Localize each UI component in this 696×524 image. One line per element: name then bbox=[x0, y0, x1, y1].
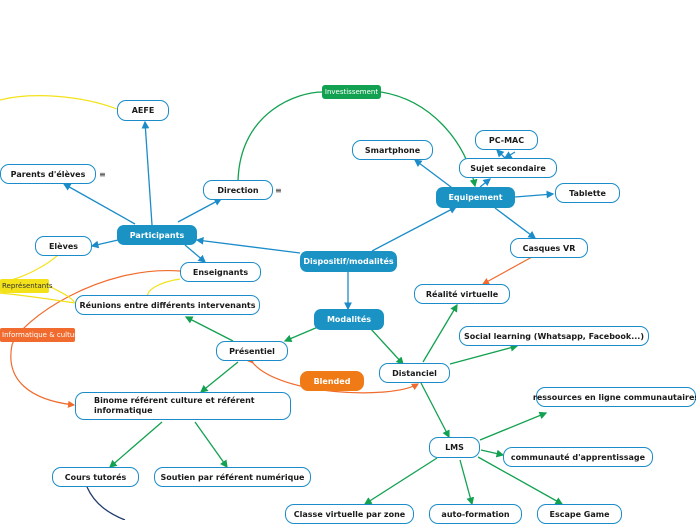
link-pcmac-sujet bbox=[503, 151, 516, 159]
link-presentiel-distanciel bbox=[246, 356, 420, 394]
link-distanciel-social bbox=[449, 343, 519, 365]
link-cours-offscreen bbox=[86, 486, 126, 520]
link-participants-enseignants bbox=[184, 244, 206, 263]
casques-vr-node[interactable]: Casques VR bbox=[510, 238, 588, 258]
link-equipement-casques bbox=[494, 207, 537, 239]
blended-node[interactable]: Blended bbox=[300, 371, 364, 391]
link-representants-reunions bbox=[48, 285, 76, 304]
ressources-node[interactable]: ressources en ligne communautaires bbox=[533, 387, 696, 407]
link-participants-parents bbox=[62, 183, 136, 225]
soutien-node[interactable]: Soutien par référent numérique bbox=[154, 467, 311, 487]
direction-node[interactable]: Direction bbox=[203, 180, 273, 200]
tablette-node[interactable]: Tablette bbox=[555, 183, 620, 203]
representants-tag[interactable]: Représentants bbox=[0, 279, 53, 293]
aefe-node[interactable]: AEFE bbox=[117, 100, 169, 121]
link-binome-cours bbox=[109, 421, 163, 468]
link-lms-escape bbox=[477, 456, 564, 505]
informatique-culture-tag[interactable]: Informatique & culture bbox=[0, 328, 81, 342]
modalites-node[interactable]: Modalités bbox=[314, 309, 384, 330]
link-distanciel-lms bbox=[420, 382, 450, 439]
link-sujet-pcmac bbox=[496, 149, 506, 159]
link-equipement-sujet bbox=[479, 178, 492, 188]
link-casques-realite bbox=[481, 256, 533, 285]
link-lms-ressources bbox=[479, 411, 548, 441]
parents-notes-icon[interactable]: ≡ bbox=[99, 170, 106, 179]
realite-virtuelle-node[interactable]: Réalité virtuelle bbox=[414, 284, 510, 304]
link-aefe-offscreen bbox=[0, 95, 118, 110]
link-presentiel-binome bbox=[199, 361, 239, 393]
communaute-node[interactable]: communauté d'apprentissage bbox=[503, 447, 653, 467]
eleves-node[interactable]: Elèves bbox=[35, 236, 92, 256]
link-participants-aefe bbox=[141, 120, 153, 226]
social-learning-node[interactable]: Social learning (Whatsapp, Facebook...) bbox=[459, 326, 649, 346]
link-center-equipement bbox=[371, 206, 458, 252]
equipement-node[interactable]: Equipement bbox=[436, 187, 515, 208]
link-equipement-tablette bbox=[514, 190, 555, 199]
link-offscreen-reunions bbox=[0, 292, 76, 304]
direction-notes-icon[interactable]: ≡ bbox=[275, 186, 282, 195]
pcmac-node[interactable]: PC-MAC bbox=[475, 130, 538, 150]
link-distanciel-realite bbox=[422, 303, 458, 363]
investissement-node[interactable]: Investissement bbox=[322, 85, 381, 99]
reunions-node[interactable]: Réunions entre différents intervenants bbox=[75, 295, 260, 315]
link-participants-eleves bbox=[90, 239, 119, 249]
distanciel-node[interactable]: Distanciel bbox=[379, 363, 450, 383]
lms-node[interactable]: LMS bbox=[429, 437, 480, 458]
binome-node[interactable]: Binome référent culture et référent info… bbox=[75, 392, 291, 420]
smartphone-node[interactable]: Smartphone bbox=[352, 140, 433, 160]
enseignants-node[interactable]: Enseignants bbox=[180, 262, 261, 282]
link-equipement-smartphone bbox=[413, 159, 456, 191]
escape-game-node[interactable]: Escape Game bbox=[537, 504, 622, 524]
link-lms-classe bbox=[363, 457, 438, 505]
link-direction-investissement bbox=[237, 91, 323, 182]
link-modalites-presentiel bbox=[283, 326, 319, 343]
parents-node[interactable]: Parents d'élèves bbox=[0, 164, 96, 184]
link-presentiel-reunions bbox=[184, 316, 234, 342]
auto-formation-node[interactable]: auto-formation bbox=[429, 504, 522, 524]
link-binome-soutien bbox=[194, 421, 228, 469]
cours-tutores-node[interactable]: Cours tutorés bbox=[52, 467, 139, 487]
participants-node[interactable]: Participants bbox=[117, 225, 197, 245]
sujet-secondaire-node[interactable]: Sujet secondaire bbox=[459, 158, 557, 178]
central-node[interactable]: Dispositif/modalités bbox=[300, 251, 397, 272]
link-participants-direction bbox=[177, 198, 223, 223]
link-lms-communaute bbox=[480, 449, 505, 458]
link-lms-auto bbox=[459, 459, 475, 506]
classe-virtuelle-node[interactable]: Classe virtuelle par zone bbox=[285, 504, 414, 524]
link-modalites-distanciel bbox=[369, 327, 404, 365]
presentiel-node[interactable]: Présentiel bbox=[216, 341, 288, 361]
link-center-participants bbox=[195, 236, 301, 254]
